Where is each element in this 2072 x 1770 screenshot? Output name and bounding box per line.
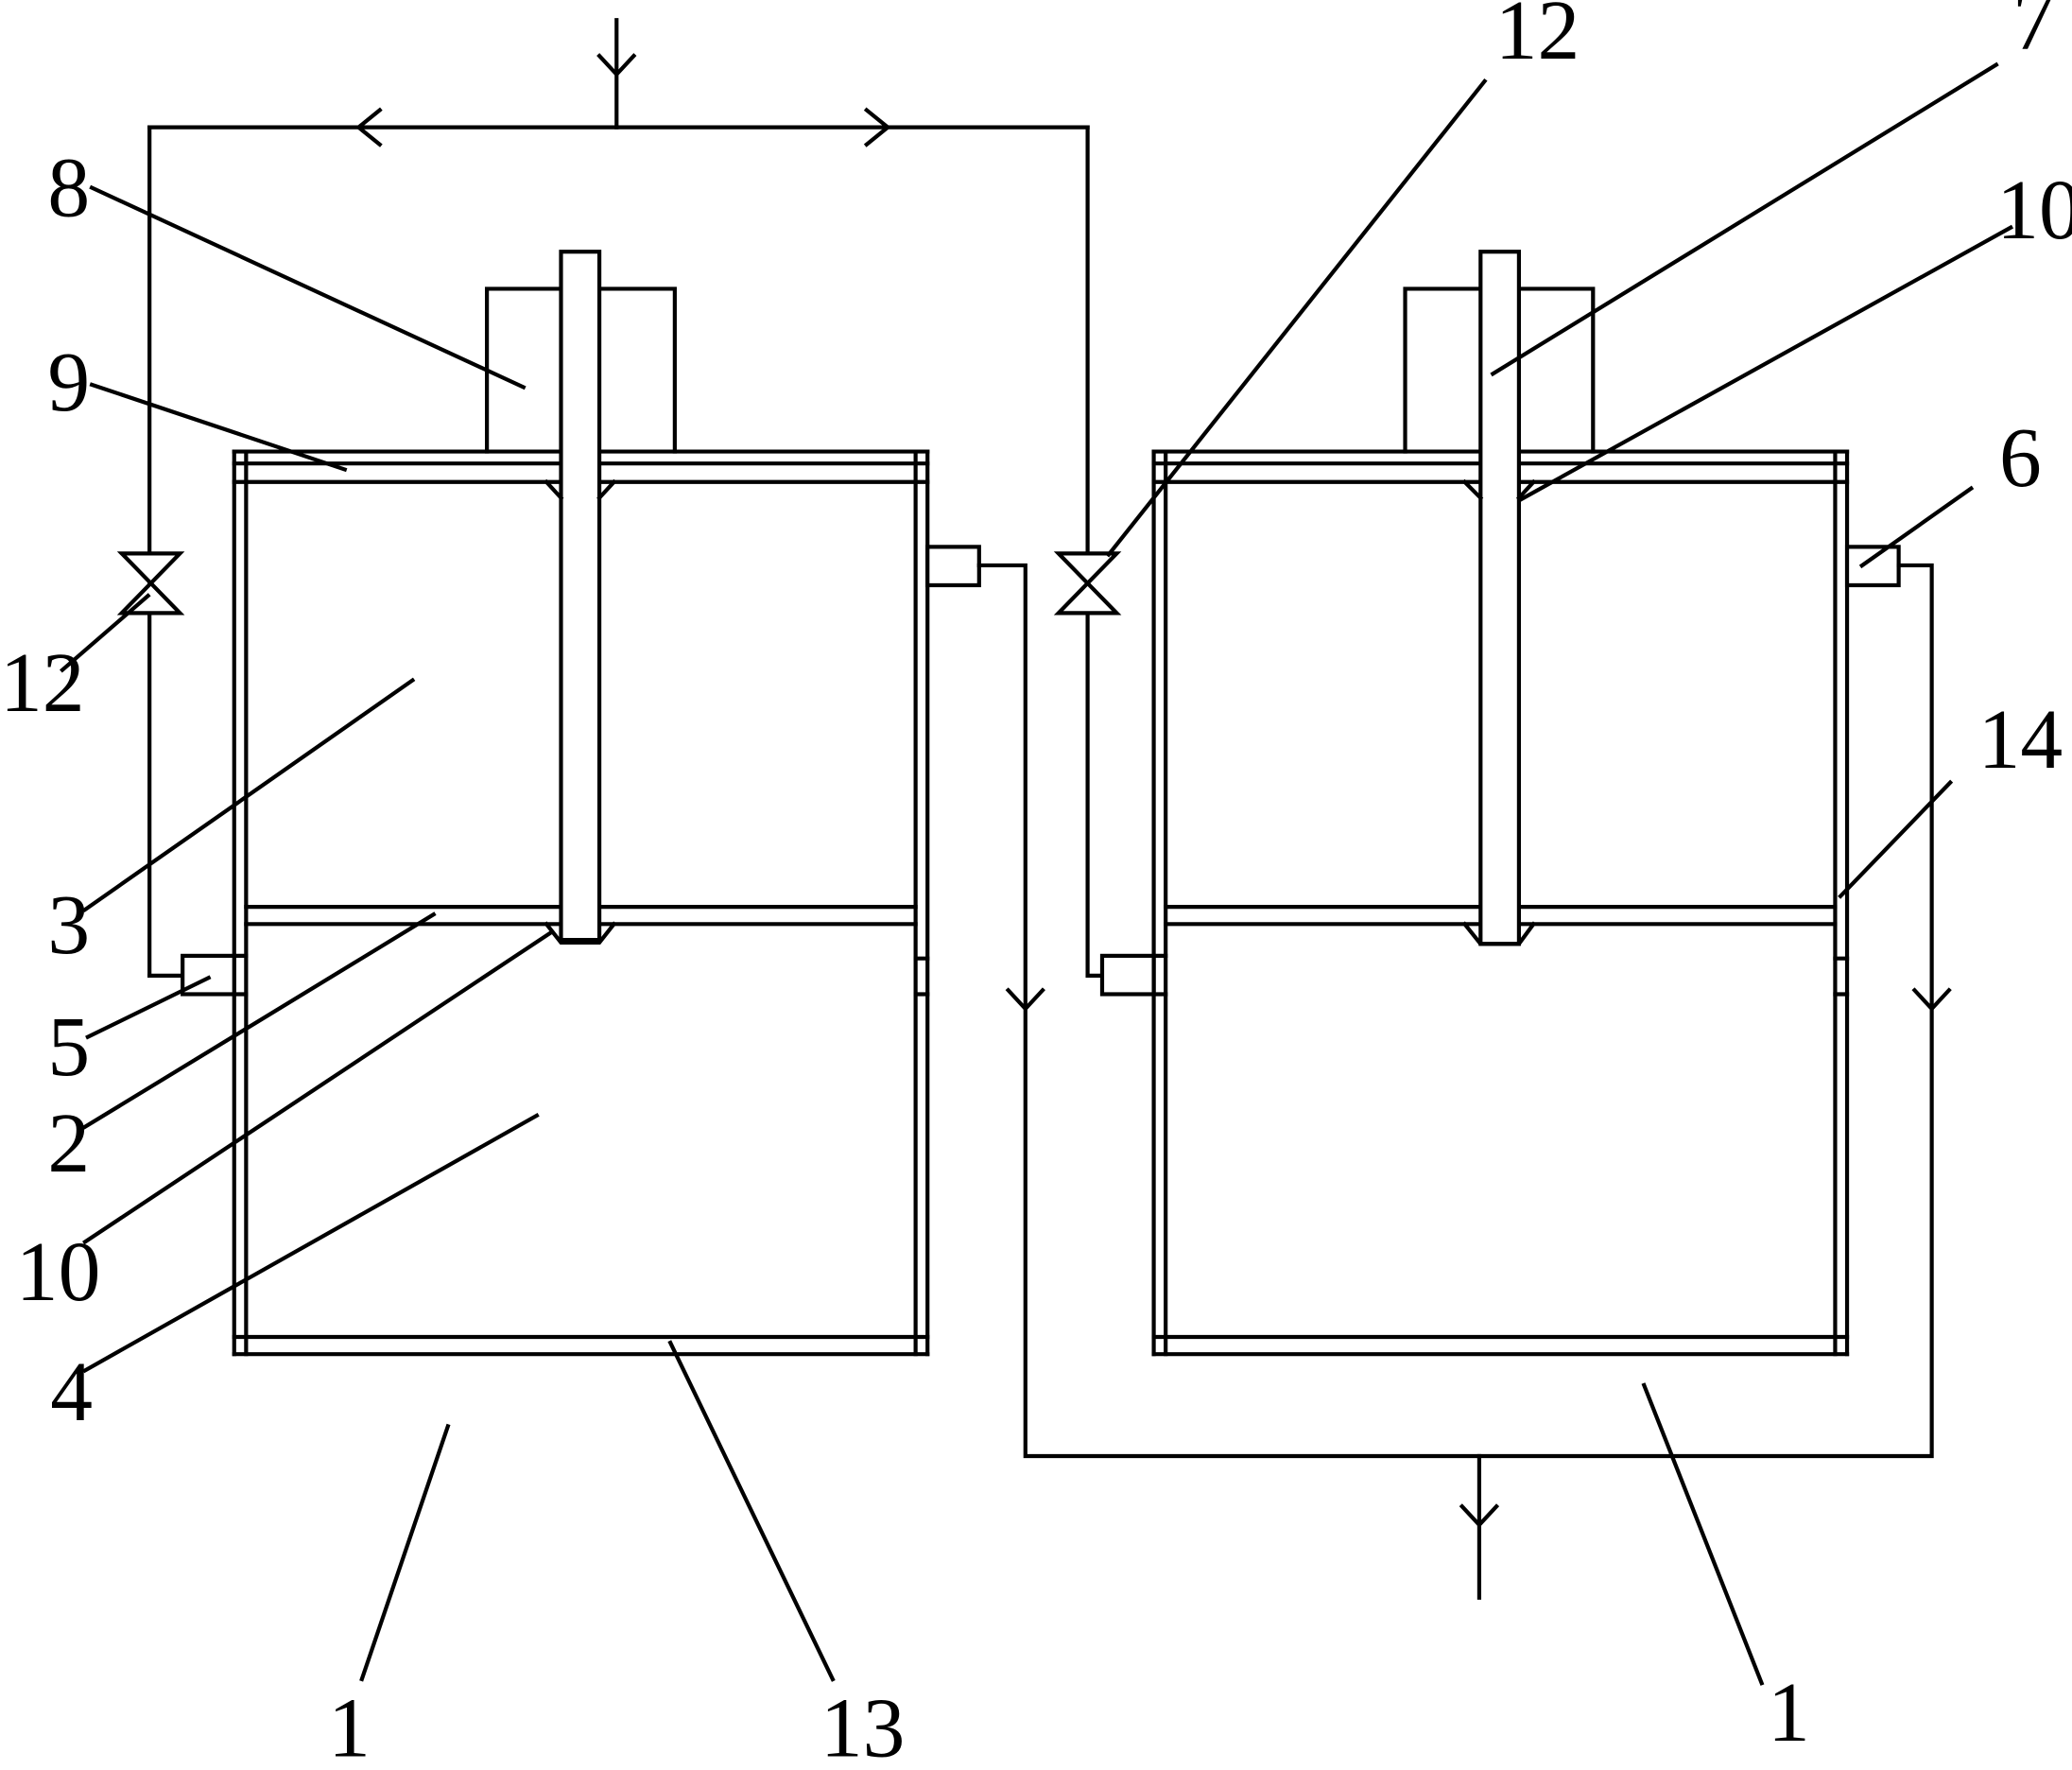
flow-right-arrow-icon	[863, 107, 891, 148]
discharge-piping	[976, 563, 1952, 1600]
right-tank	[1099, 250, 1901, 1357]
down-arrow-icon	[1911, 987, 1952, 1012]
label-1-left: 1	[328, 1682, 371, 1770]
outlet-arrow-icon	[1459, 1503, 1500, 1528]
leader-lines	[60, 61, 2014, 1686]
label-9: 9	[47, 336, 90, 429]
label-13: 13	[820, 1682, 906, 1770]
label-7: 7	[2012, 0, 2055, 68]
supply-piping	[147, 18, 1105, 978]
label-14: 14	[1978, 693, 2063, 787]
label-2: 2	[47, 1097, 90, 1190]
inlet-arrow-icon	[596, 53, 637, 78]
label-3: 3	[47, 878, 90, 972]
left-valve-icon	[116, 551, 185, 616]
label-5: 5	[47, 1000, 90, 1094]
label-10-left: 10	[16, 1225, 101, 1319]
down-arrow-icon	[1005, 987, 1045, 1012]
label-10-right: 10	[1996, 164, 2072, 257]
flow-left-arrow-icon	[355, 107, 383, 148]
label-12-left: 12	[0, 636, 85, 730]
label-12-top: 12	[1495, 0, 1580, 78]
label-8: 8	[47, 141, 90, 234]
right-valve-icon	[1053, 551, 1122, 616]
label-4: 4	[50, 1345, 93, 1439]
left-tank	[181, 250, 981, 1357]
label-1-right: 1	[1768, 1666, 1810, 1760]
label-6: 6	[1999, 411, 2042, 505]
